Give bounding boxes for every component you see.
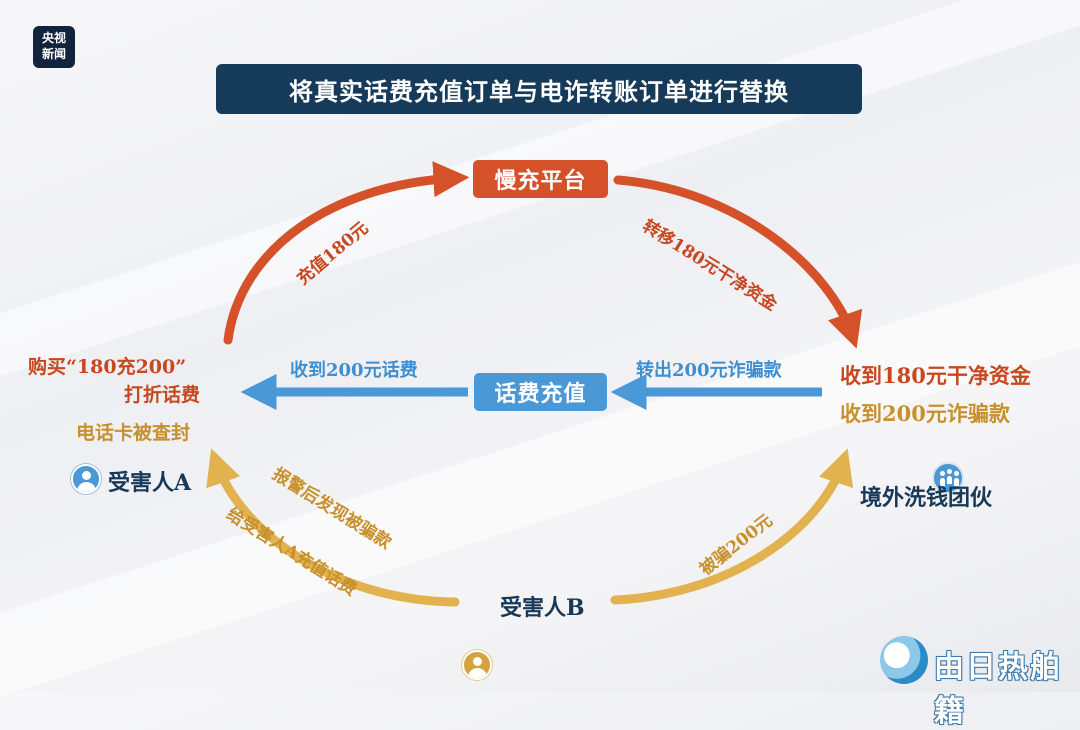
cctv-news-logo: 央视 新闻 xyxy=(33,26,75,68)
watermark-logo xyxy=(880,636,928,684)
arrow-topup-for-a xyxy=(206,448,460,607)
phone-topup-node: 话费充值 xyxy=(474,373,607,411)
flow-arrows xyxy=(206,161,863,607)
title-banner: 将真实话费充值订单与电诈转账订单进行替换 xyxy=(216,64,862,114)
logo-line1: 央视 xyxy=(41,31,66,45)
logo-line2: 新闻 xyxy=(41,47,66,61)
arrow-transfer-clean xyxy=(613,175,863,349)
group-icon xyxy=(932,462,964,494)
person-icon xyxy=(462,650,492,680)
buy-discount-line1: 购买“180充200” xyxy=(28,356,187,378)
received-fraud-funds-text: 收到200元诈骗款 xyxy=(840,401,1010,426)
arrow-recharge-180 xyxy=(223,161,470,345)
arrow-defrauded-200 xyxy=(610,448,854,605)
received-clean-funds-text: 收到180元干净资金 xyxy=(840,363,1031,388)
receive-credit-label: 收到200元话费 xyxy=(290,360,418,381)
person-icon xyxy=(71,464,101,494)
victim-a-label: 受害人A xyxy=(108,470,192,496)
laundering-gang-label: 境外洗钱团伙 xyxy=(860,485,993,511)
card-blocked-text: 电话卡被查封 xyxy=(76,422,191,444)
victim-b-label: 受害人B xyxy=(500,595,585,621)
watermark-text: 由日热舶籍 xyxy=(934,650,1062,729)
slow-charge-platform-node: 慢充平台 xyxy=(473,160,608,198)
transfer-out-fraud-label: 转出200元诈骗款 xyxy=(636,360,782,381)
buy-discount-line2: 打折话费 xyxy=(124,384,201,406)
